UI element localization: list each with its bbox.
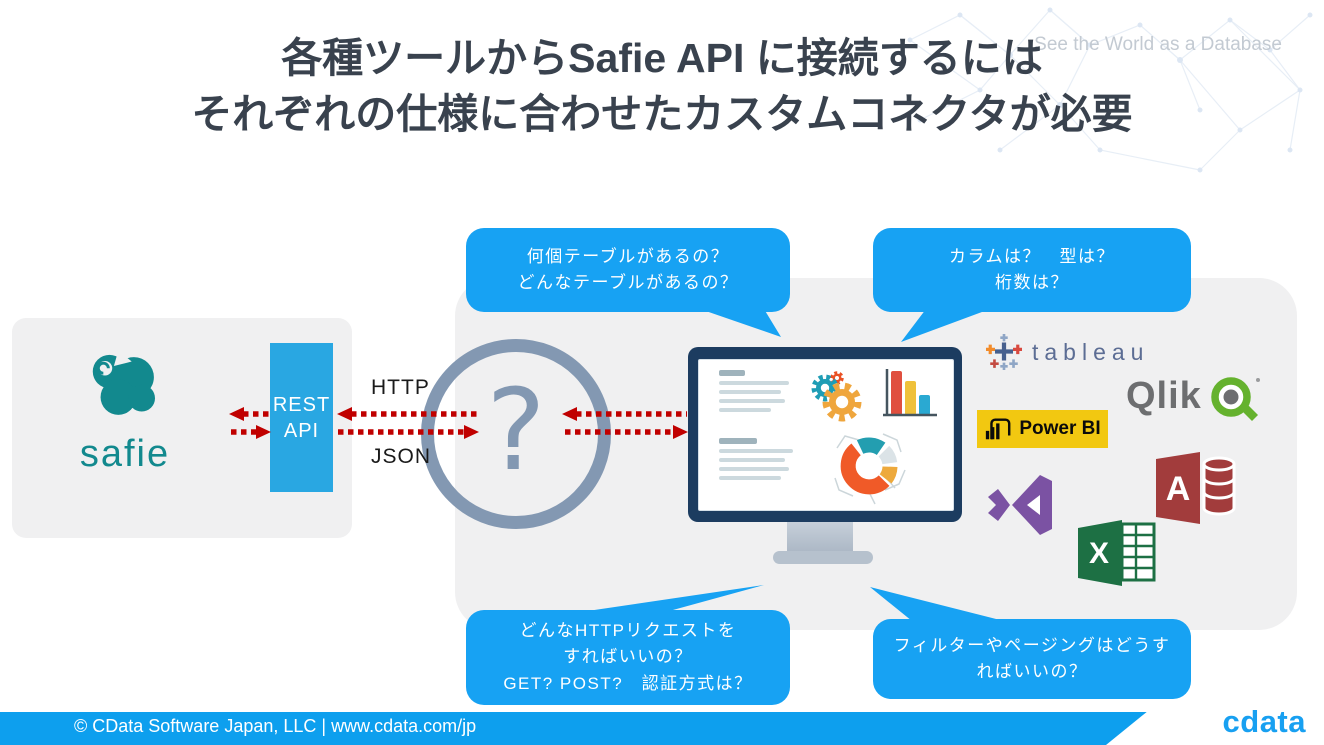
- access-letter: A: [1166, 470, 1191, 508]
- page-title-line1: 各種ツールからSafie API に接続するには: [281, 35, 1043, 81]
- screen-text-lines: [719, 438, 797, 480]
- arrow-heads: [229, 407, 688, 439]
- rest-api-line1: REST: [272, 393, 331, 416]
- safie-logo: safie: [40, 350, 210, 476]
- rest-api-line2: API: [283, 419, 320, 442]
- donut-chart-icon: [834, 433, 906, 505]
- watermark-tagline: See the World as a Database: [1034, 34, 1282, 55]
- monitor-screen: [698, 359, 954, 511]
- monitor-base: [773, 551, 873, 564]
- access-icon: A: [1156, 452, 1236, 524]
- qlik-q-icon: [1211, 377, 1260, 421]
- safie-bird-icon: [92, 350, 155, 415]
- bubble-http-request-question: どんなHTTPリクエストを すればいいの？ GET? POST? 認証方式は？: [466, 610, 790, 705]
- bar-chart-icon: [883, 369, 937, 417]
- qlik-logo: Qlik: [1126, 372, 1262, 422]
- tableau-icon: [986, 334, 1022, 370]
- tableau-wordmark: tableau: [1032, 338, 1150, 365]
- excel-letter: X: [1089, 537, 1109, 570]
- safie-wordmark: safie: [79, 433, 171, 475]
- rest-api-box: REST API: [270, 343, 333, 492]
- footer-bar: [0, 712, 1324, 745]
- excel-icon: X: [1078, 520, 1156, 586]
- data-flow-arrows: [231, 411, 687, 435]
- network-pattern-icon: [907, 7, 1313, 173]
- screen-text-lines: [719, 370, 791, 412]
- bubble-tables-question: 何個テーブルがあるの？ どんなテーブルがあるの？: [466, 228, 790, 312]
- powerbi-icon: [986, 418, 1011, 440]
- gears-icon: [811, 371, 862, 422]
- tableau-logo: tableau: [986, 334, 1149, 370]
- http-label: HTTP: [371, 376, 430, 399]
- qlik-wordmark: Qlik: [1126, 375, 1202, 417]
- page-title: 各種ツールからSafie API に接続するには それぞれの仕様に合わせたカスタ…: [0, 30, 1324, 142]
- powerbi-wordmark: Power BI: [1019, 418, 1101, 439]
- cdata-logo: cdata: [1222, 704, 1306, 739]
- bubble-filter-paging-question: フィルターやページングはどうす ればいいの？: [873, 619, 1191, 699]
- powerbi-logo: Power BI: [977, 410, 1108, 448]
- visual-studio-icon: [988, 475, 1052, 535]
- footer-copyright: © CData Software Japan, LLC | www.cdata.…: [74, 716, 477, 736]
- page-title-line2: それぞれの仕様に合わせたカスタムコネクタが必要: [191, 91, 1133, 137]
- bubble-columns-question: カラムは？ 型は？ 桁数は？: [873, 228, 1191, 312]
- bubble-tails: [574, 309, 1004, 621]
- question-mark: ?: [486, 366, 546, 496]
- monitor-stand: [787, 521, 853, 554]
- json-label: JSON: [371, 445, 432, 468]
